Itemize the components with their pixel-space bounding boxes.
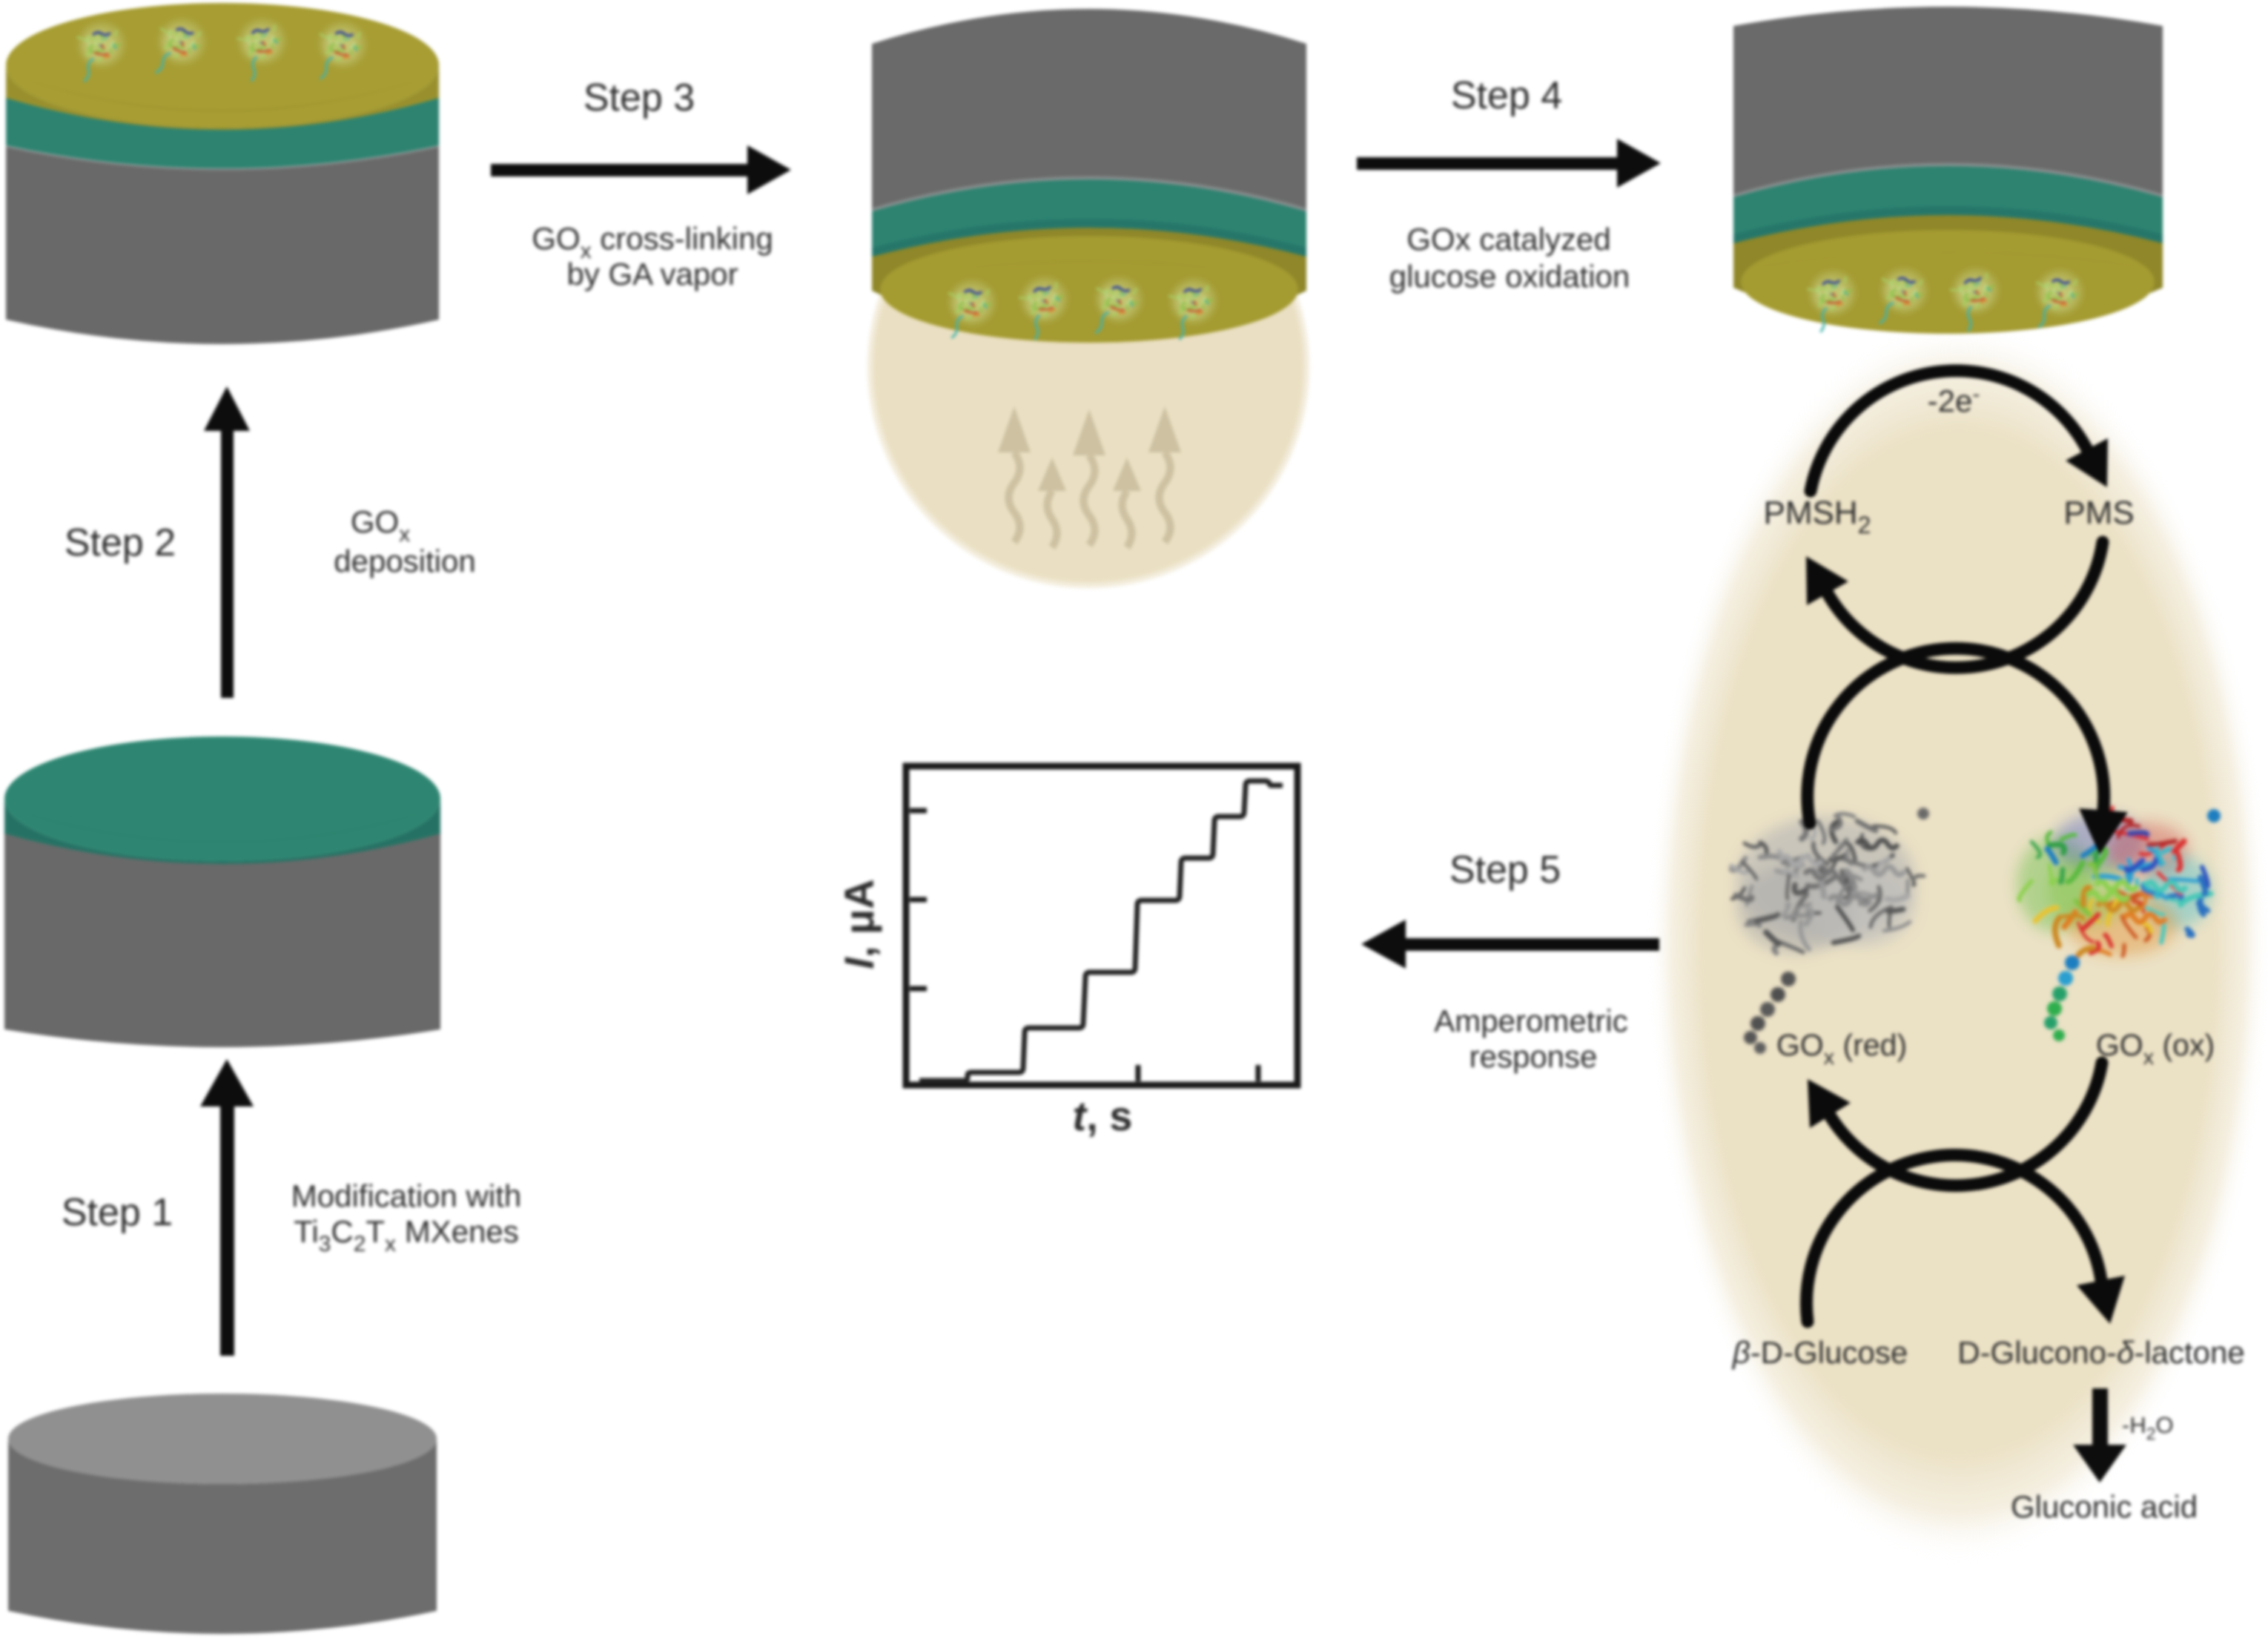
svg-text:glucose oxidation: glucose oxidation bbox=[1389, 259, 1630, 294]
svg-text:Ti3C2Tx MXenes: Ti3C2Tx MXenes bbox=[294, 1214, 519, 1256]
svg-text:deposition: deposition bbox=[334, 544, 475, 578]
svg-text:I, μA: I, μA bbox=[836, 879, 882, 969]
svg-text:GOx: GOx bbox=[351, 504, 410, 547]
svg-text:Step 4: Step 4 bbox=[1451, 74, 1562, 117]
svg-text:PMS: PMS bbox=[2063, 495, 2134, 531]
svg-text:Gluconic acid: Gluconic acid bbox=[2011, 1489, 2198, 1524]
svg-text:GOx catalyzed: GOx catalyzed bbox=[1406, 222, 1610, 257]
svg-text:Step 5: Step 5 bbox=[1449, 848, 1561, 891]
svg-text:Step 1: Step 1 bbox=[62, 1191, 173, 1234]
svg-text:t, s: t, s bbox=[1073, 1092, 1133, 1139]
svg-text:D-Glucono-δ-lactone: D-Glucono-δ-lactone bbox=[1957, 1335, 2245, 1370]
svg-text:-2e-: -2e- bbox=[1928, 382, 1980, 418]
svg-text:Step 2: Step 2 bbox=[65, 521, 176, 564]
svg-text:response: response bbox=[1469, 1039, 1598, 1074]
svg-text:β-D-Glucose: β-D-Glucose bbox=[1731, 1335, 1908, 1370]
svg-text:Step 3: Step 3 bbox=[583, 76, 695, 119]
svg-text:by GA vapor: by GA vapor bbox=[566, 257, 738, 291]
svg-text:Amperometric: Amperometric bbox=[1434, 1003, 1627, 1038]
svg-text:Modification with: Modification with bbox=[291, 1178, 521, 1213]
